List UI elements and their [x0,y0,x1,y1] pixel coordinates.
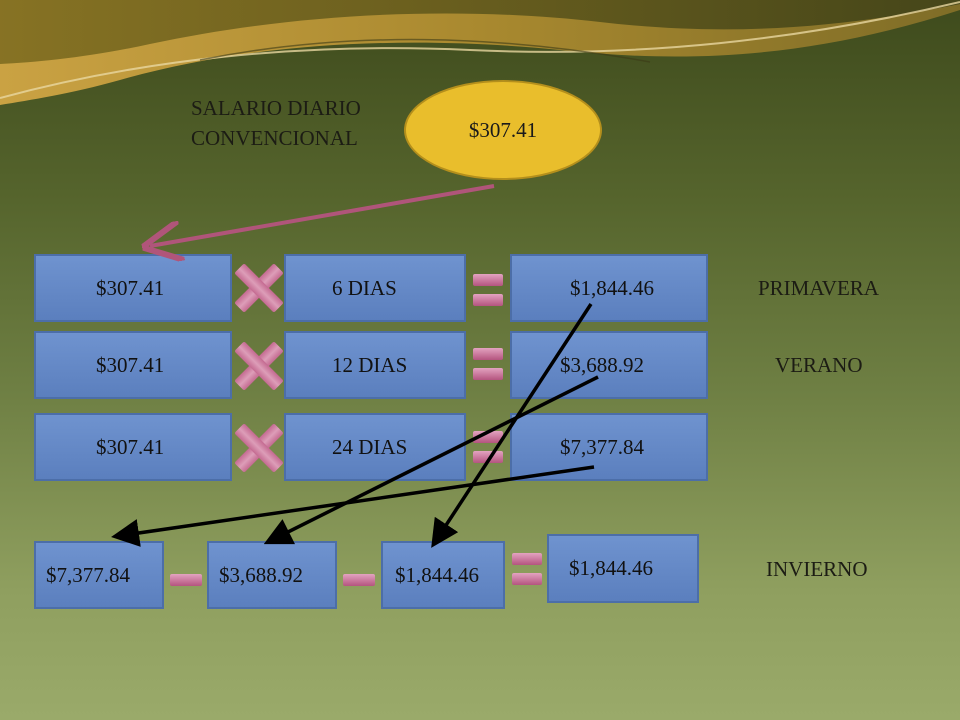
row3-result: $7,377.84 [560,434,644,459]
bottom-second: $3,688.92 [219,562,303,587]
row1-days: 6 DIAS [332,275,397,300]
multiply-icon [236,342,282,390]
row1-result: $1,844.46 [570,275,654,300]
row3-salary: $307.41 [96,434,165,459]
season-primavera: PRIMAVERA [758,276,879,300]
header-swoosh-decoration [0,0,960,105]
row2-days-box: 12 DIAS [284,331,466,399]
bottom-result-box: $1,844.46 [547,534,699,603]
equals-icon [473,431,503,465]
equals-icon [512,553,542,587]
daily-salary-value: $307.41 [468,117,538,142]
equals-icon [473,274,503,308]
salary-label-line2: CONVENCIONAL [191,126,358,150]
row3-days-box: 24 DIAS [284,413,466,481]
row3-days: 24 DIAS [332,434,408,459]
row2-salary-box: $307.41 [34,331,232,399]
equals-icon [473,348,503,382]
row1-result-box: $1,844.46 [510,254,708,322]
multiply-icon [236,264,282,312]
minus-icon [170,574,202,586]
row2-result: $3,688.92 [560,352,644,377]
row3-result-box: $7,377.84 [510,413,708,481]
daily-salary-oval: $307.41 [404,80,602,180]
minus-icon [343,574,375,586]
bottom-third-box: $1,844.46 [381,541,505,609]
season-verano: VERANO [775,353,863,377]
arrow-salary-to-row1 [150,184,495,246]
bottom-first-box: $7,377.84 [34,541,164,609]
bottom-first: $7,377.84 [46,562,130,587]
row2-result-box: $3,688.92 [510,331,708,399]
row1-salary-box: $307.41 [34,254,232,322]
bottom-second-box: $3,688.92 [207,541,337,609]
row3-salary-box: $307.41 [34,413,232,481]
row2-days: 12 DIAS [332,352,408,377]
row2-salary: $307.41 [96,352,165,377]
row1-salary: $307.41 [96,275,165,300]
season-invierno: INVIERNO [766,557,868,581]
bottom-result: $1,844.46 [569,556,653,580]
salary-label-line1: SALARIO DIARIO [191,96,361,120]
bottom-third: $1,844.46 [395,562,479,587]
multiply-icon [236,424,282,472]
row1-days-box: 6 DIAS [284,254,466,322]
